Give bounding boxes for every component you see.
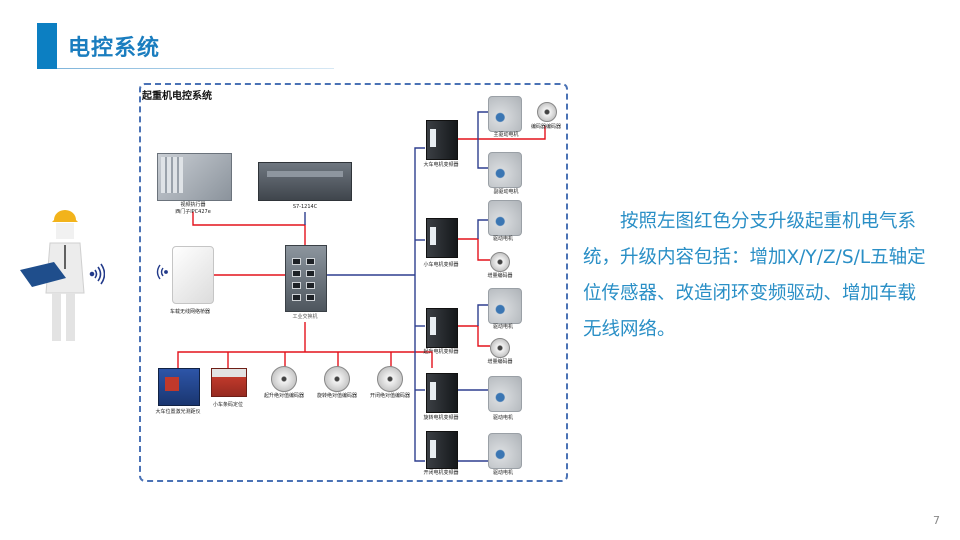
inverter-device xyxy=(426,373,458,413)
encoder-label: 编码器编码器 xyxy=(530,124,562,130)
tablet-icon xyxy=(20,262,66,287)
description-text: 按照左图红色分支升级起重机电气系统，升级内容包括：增加X/Y/Z/S/L五轴定位… xyxy=(583,211,926,340)
ipc-label-line1: 视频执行器 xyxy=(180,202,206,208)
motor-label: 驱动电机 xyxy=(492,470,514,476)
wifi-ap-signal-icon xyxy=(156,264,168,280)
motor-label: 主驱动电机 xyxy=(493,132,519,138)
sensor-label: 大车位置激光测距仪 xyxy=(155,409,201,415)
diagram-frame xyxy=(139,83,568,482)
inverter-device xyxy=(426,218,458,258)
encoder-label: 增量编码器 xyxy=(487,359,513,365)
industrial-switch-device xyxy=(285,245,327,312)
motor-device xyxy=(488,152,522,188)
motor-device xyxy=(488,433,522,469)
motor-device xyxy=(488,200,522,236)
motor-device xyxy=(488,376,522,412)
motor-label: 驱动电机 xyxy=(492,415,514,421)
ipc-device xyxy=(157,153,232,201)
encoder-device xyxy=(377,366,403,392)
operator-icon xyxy=(20,210,105,341)
inverter-device xyxy=(426,120,458,160)
description-paragraph: 按照左图红色分支升级起重机电气系统，升级内容包括：增加X/Y/Z/S/L五轴定位… xyxy=(583,204,928,348)
switch-label: 工业交换机 xyxy=(292,314,318,320)
plc-device xyxy=(258,162,352,201)
inverter-label: 大车电机变频器 xyxy=(423,162,459,168)
network-wires xyxy=(304,111,490,462)
hard-hat-icon xyxy=(52,210,78,222)
encoder-device xyxy=(490,338,510,358)
wifi-ap-label: 车载无线网络桥器 xyxy=(169,309,211,315)
title-accent-bar xyxy=(37,23,57,69)
page-number: 7 xyxy=(933,514,940,527)
ipc-label-line2: 西门子IPC427e xyxy=(175,209,211,215)
motor-device xyxy=(488,288,522,324)
sensor-label: 小车条码定位 xyxy=(212,402,244,408)
encoder-device xyxy=(537,102,557,122)
barcode-positioner-device xyxy=(211,368,247,397)
inverter-device xyxy=(426,308,458,348)
motor-device xyxy=(488,96,522,132)
sensor-label: 起升绝对值编码器 xyxy=(263,393,305,399)
inverter-device xyxy=(426,431,458,469)
inverter-label: 开闭电机变频器 xyxy=(423,470,459,476)
motor-label: 驱动电机 xyxy=(492,324,514,330)
wireless-signal-icon xyxy=(89,263,105,285)
encoder-label: 增量编码器 xyxy=(487,273,513,279)
laser-rangefinder-device xyxy=(158,368,200,406)
wifi-ap-device xyxy=(172,246,214,304)
inverter-label: 旋转电机变频器 xyxy=(423,415,459,421)
inverter-label: 小车电机变频器 xyxy=(423,262,459,268)
motor-label: 驱动电机 xyxy=(492,236,514,242)
motor-label: 副驱动电机 xyxy=(493,189,519,195)
sensor-label: 旋转绝对值编码器 xyxy=(316,393,358,399)
diagram-title: 起重机电控系统 xyxy=(142,91,212,102)
encoder-device xyxy=(324,366,350,392)
title-underline xyxy=(57,68,334,69)
inverter-label: 起升电机变频器 xyxy=(423,349,459,355)
encoder-device xyxy=(271,366,297,392)
upgrade-branch-wires xyxy=(177,126,546,368)
page-title: 电控系统 xyxy=(68,36,161,61)
sensor-label: 开闭绝对值编码器 xyxy=(369,393,411,399)
plc-label: S7-1214C xyxy=(292,204,318,210)
encoder-device xyxy=(490,252,510,272)
